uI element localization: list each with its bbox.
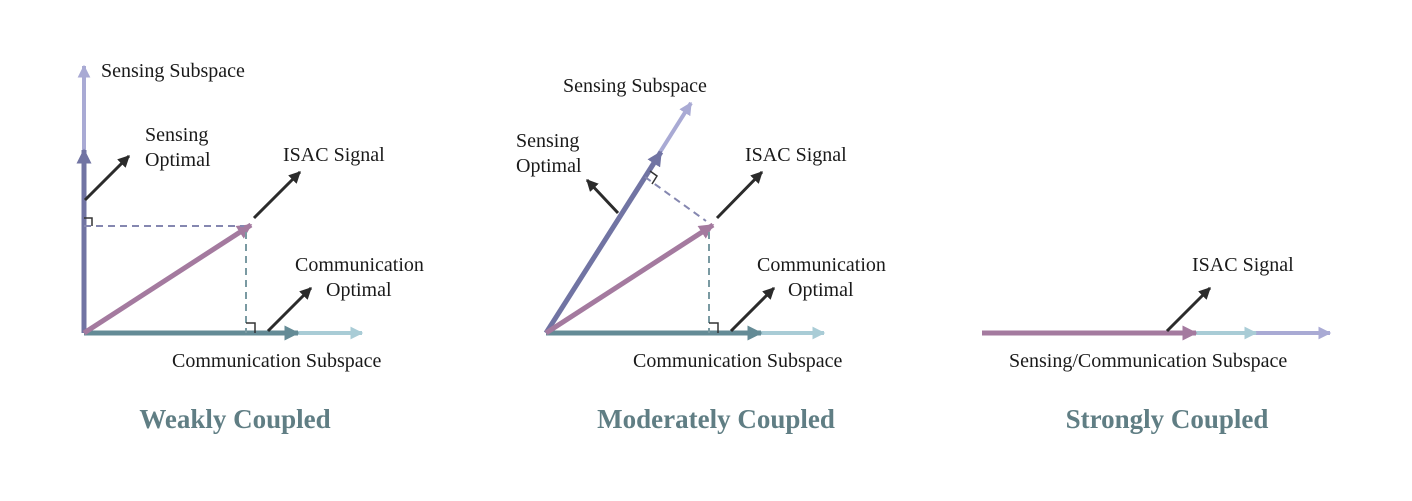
isac-signal-label: ISAC Signal [745,144,847,166]
communication-optimal-label-line2: Optimal [788,279,854,301]
right-angle-mark-sensing [649,170,659,185]
sensing-subspace-label: Sensing Subspace [563,75,707,97]
isac-signal-label: ISAC Signal [1192,254,1294,276]
right-angle-mark-sensing [84,217,93,226]
sensing-optimal-label-line2: Optimal [516,155,582,177]
isac-signal-arrow [715,170,764,220]
sensing-projection-arrow [543,150,664,335]
isac-signal-arrow [252,170,302,220]
isac-signal-arrow [1165,286,1212,333]
shared-subspace-label: Sensing/Communication Subspace [1009,350,1287,372]
isac-signal-vector [544,222,715,336]
sensing-optimal-label-line1: Sensing [516,130,579,152]
panel-title: Moderately Coupled [597,404,835,434]
sensing-optimal-label-line2: Optimal [145,149,211,171]
communication-subspace-label: Communication Subspace [633,350,843,372]
panel-title: Weakly Coupled [139,404,330,434]
right-angle-mark-communication [709,322,719,333]
sensing-subspace-label: Sensing Subspace [101,60,245,82]
sensing-optimal-arrow [83,154,131,202]
panel-title: Strongly Coupled [1066,404,1269,434]
isac-signal-label: ISAC Signal [283,144,385,166]
communication-optimal-label-line1: Communication [757,254,886,276]
panel-weakly-coupled: Sensing Subspace Sensing Optimal ISAC Si… [76,60,424,434]
right-angle-mark-communication [246,322,256,333]
projection-to-sensing [644,176,707,222]
communication-subspace-label: Communication Subspace [172,350,382,372]
communication-optimal-label-line2: Optimal [326,279,392,301]
isac-signal-vector [82,222,253,336]
communication-optimal-arrow [729,286,776,333]
communication-optimal-label-line1: Communication [295,254,424,276]
sensing-optimal-label-line1: Sensing [145,124,208,146]
communication-optimal-arrow [266,286,313,333]
sensing-optimal-arrow [585,178,620,215]
panel-moderately-coupled: Sensing Subspace Sensing Optimal ISAC Si… [516,75,886,434]
panel-strongly-coupled: ISAC Signal Sensing/Communication Subspa… [982,254,1332,434]
